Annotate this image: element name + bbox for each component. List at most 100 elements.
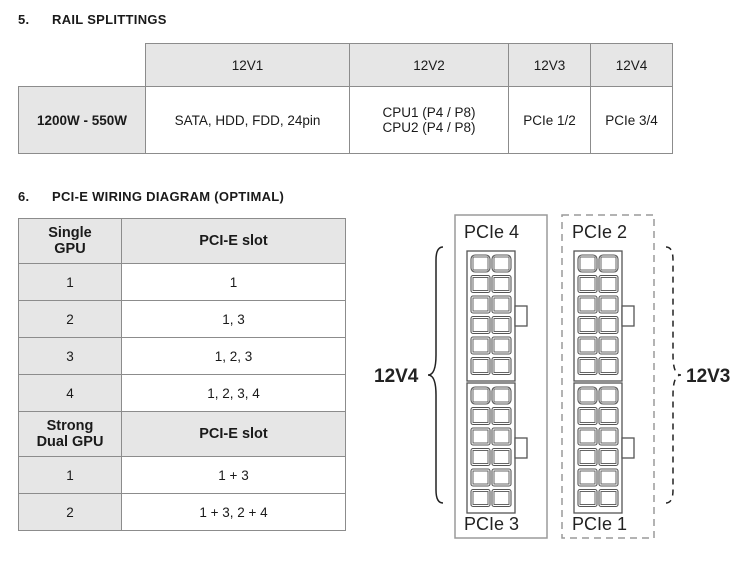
connector-pin xyxy=(577,315,598,335)
connector-pin-socket xyxy=(472,338,489,353)
connector-pin-socket xyxy=(600,256,617,271)
connector-latch xyxy=(621,437,635,459)
dual-gpu-count: 2 xyxy=(18,493,122,531)
rail-header-12v4: 12V4 xyxy=(590,43,673,87)
single-gpu-count: 3 xyxy=(18,337,122,375)
connector-pin xyxy=(491,468,512,487)
single-gpu-count: 2 xyxy=(18,300,122,338)
label-pcie-2: PCIe 2 xyxy=(572,222,627,242)
connector-pin-socket xyxy=(472,359,489,373)
connector-pin xyxy=(598,427,619,446)
rail-cell-12v2-line1: CPU1 (P4 / P8) xyxy=(382,105,476,120)
connector-latch xyxy=(621,305,635,327)
connector-pin-socket xyxy=(579,277,596,291)
connector-pin xyxy=(577,356,598,376)
rail-label-12v4: 12V4 xyxy=(374,366,419,387)
connector-pin-socket xyxy=(600,277,617,291)
connector-pin-socket xyxy=(579,297,596,312)
section-5-number: 5. xyxy=(18,12,30,27)
rail-table-corner xyxy=(18,43,146,87)
section-6-heading: PCI-E WIRING DIAGRAM (OPTIMAL) xyxy=(52,189,285,204)
connector-pin xyxy=(577,406,598,426)
left-connector-box xyxy=(454,214,548,539)
single-gpu-header: Single GPU xyxy=(18,218,122,264)
connector-pin-socket xyxy=(472,429,489,444)
single-gpu-count: 4 xyxy=(18,374,122,412)
dual-slot-header: PCI-E slot xyxy=(121,411,346,457)
connector-pin-socket xyxy=(579,429,596,444)
label-pcie-1: PCIe 1 xyxy=(572,514,627,534)
connector-pin xyxy=(577,274,598,294)
single-gpu-header-line2: GPU xyxy=(54,241,86,257)
connector-pin-socket xyxy=(493,277,510,291)
table-row: 4 1, 2, 3, 4 xyxy=(18,374,346,412)
connector-pin-socket xyxy=(472,409,489,423)
connector-pin-socket xyxy=(472,470,489,485)
connector-pin xyxy=(577,295,598,314)
connector-pin xyxy=(470,295,491,314)
rail-label-12v3: 12V3 xyxy=(686,366,730,387)
connector-pin xyxy=(598,488,619,508)
connector-pin-socket xyxy=(600,297,617,312)
table-row: 1 1 xyxy=(18,263,346,301)
connector-pin-socket xyxy=(579,359,596,373)
rail-cell-12v2: CPU1 (P4 / P8) CPU2 (P4 / P8) xyxy=(349,86,509,154)
connector-pin-socket xyxy=(600,450,617,464)
connector-pin-socket xyxy=(579,491,596,505)
connector-pin-socket xyxy=(579,338,596,353)
connector-pin xyxy=(577,488,598,508)
dual-gpu-header-line2: Dual GPU xyxy=(36,434,104,450)
connector-pin xyxy=(470,254,491,273)
connector-pin-socket xyxy=(493,450,510,464)
table-row: 2 1, 3 xyxy=(18,300,346,338)
connector-pin-socket xyxy=(493,409,510,423)
connector-pin xyxy=(598,315,619,335)
connector-plugs xyxy=(466,250,635,514)
rail-header-12v3: 12V3 xyxy=(508,43,591,87)
connector-pin-socket xyxy=(493,318,510,332)
pcie-3-connector xyxy=(466,382,528,514)
label-pcie-4: PCIe 4 xyxy=(464,222,519,242)
connector-pin xyxy=(577,427,598,446)
connector-pin-socket xyxy=(600,429,617,444)
dual-gpu-header: Strong Dual GPU xyxy=(18,411,122,457)
connector-pin-socket xyxy=(493,470,510,485)
single-slot-value: 1, 3 xyxy=(121,300,346,338)
connector-pin xyxy=(491,447,512,467)
pcie-wiring-table: Single GPU PCI-E slot 1 1 2 1, 3 3 1, 2,… xyxy=(18,218,346,531)
rail-header-12v1: 12V1 xyxy=(145,43,350,87)
connector-pin xyxy=(598,295,619,314)
rail-cell-12v3: PCIe 1/2 xyxy=(508,86,591,154)
connector-pin xyxy=(577,447,598,467)
connector-pin xyxy=(598,356,619,376)
left-brace xyxy=(427,246,444,504)
rail-cell-12v2-line2: CPU2 (P4 / P8) xyxy=(382,120,476,135)
connector-pin-socket xyxy=(579,256,596,271)
connector-pin xyxy=(491,386,512,405)
section-6-title: 6.PCI-E WIRING DIAGRAM (OPTIMAL) xyxy=(18,189,284,204)
connector-pin-socket xyxy=(472,491,489,505)
single-gpu-count: 1 xyxy=(18,263,122,301)
table-row: 2 1 + 3, 2 + 4 xyxy=(18,493,346,531)
connector-pin xyxy=(491,427,512,446)
connector-pin-socket xyxy=(600,491,617,505)
connector-pin xyxy=(470,336,491,355)
pcie-4-connector xyxy=(466,250,528,382)
connector-pin-socket xyxy=(493,359,510,373)
connector-pin-socket xyxy=(472,318,489,332)
connector-pin-socket xyxy=(472,297,489,312)
connector-pin-socket xyxy=(579,409,596,423)
connector-pin xyxy=(470,386,491,405)
connector-pin-socket xyxy=(472,277,489,291)
connector-pin-socket xyxy=(493,388,510,403)
connector-pin xyxy=(470,274,491,294)
label-pcie-3: PCIe 3 xyxy=(464,514,519,534)
rail-row-label: 1200W - 550W xyxy=(18,86,146,154)
connector-pin-socket xyxy=(493,338,510,353)
dual-gpu-count: 1 xyxy=(18,456,122,494)
connector-pin-socket xyxy=(579,470,596,485)
connector-pin-socket xyxy=(600,470,617,485)
connector-latch xyxy=(514,305,528,327)
connector-pin xyxy=(491,295,512,314)
connector-pin-socket xyxy=(472,450,489,464)
